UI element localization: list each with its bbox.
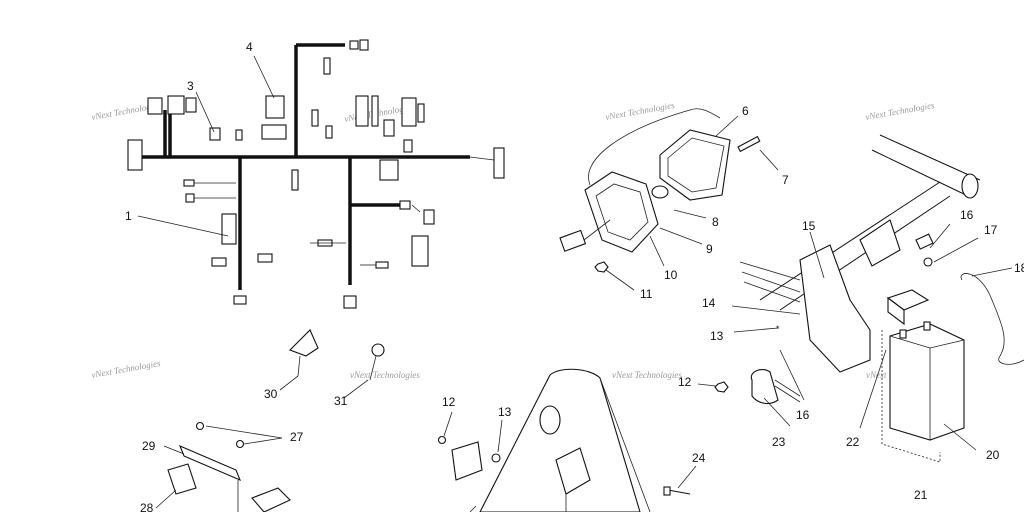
callout-8: 8	[712, 215, 719, 229]
watermark: vNext Technologies	[91, 358, 162, 380]
tail-light-assembly	[559, 108, 761, 273]
callout-27: 27	[290, 430, 304, 444]
watermark: vNext Technologies	[605, 100, 676, 122]
callout-12: 12	[442, 395, 456, 409]
watermark: vNext Technologies	[865, 100, 936, 122]
callout-21: 21	[914, 488, 928, 502]
callout-16: 16	[960, 208, 974, 222]
mount-plate	[437, 368, 691, 512]
small-parts	[167, 329, 385, 512]
callout-3: 3	[187, 79, 194, 93]
callout-18: 18	[1014, 261, 1024, 275]
callout-22: 22	[846, 435, 860, 449]
callout-15: 15	[802, 219, 816, 233]
callout-9: 9	[706, 242, 713, 256]
frame-and-battery: *	[714, 134, 1024, 463]
callout-10: 10	[664, 268, 678, 282]
callout-16: 16	[796, 408, 810, 422]
leader-lines	[137, 55, 1013, 512]
callout-29: 29	[142, 439, 156, 453]
callout-1: 1	[125, 209, 132, 223]
callout-23: 23	[772, 435, 786, 449]
callout-13: 13	[710, 329, 724, 343]
watermark: vNext Technologies	[350, 370, 420, 380]
callout-31: 31	[334, 394, 348, 408]
svg-text:*: *	[776, 324, 780, 334]
callout-24: 24	[692, 451, 706, 465]
wiring-harness	[127, 39, 505, 309]
callout-28: 28	[140, 501, 154, 512]
callout-labels: 1 3 4 6 7 8 9 10 11 12 12 13 13 14 15 16…	[125, 40, 1024, 512]
callout-12: 12	[678, 375, 692, 389]
watermark: vNext Technologies	[612, 370, 682, 380]
callout-13: 13	[498, 405, 512, 419]
callout-4: 4	[246, 40, 253, 54]
callout-11: 11	[640, 287, 653, 301]
callout-20: 20	[986, 448, 1000, 462]
callout-7: 7	[782, 173, 789, 187]
callout-30: 30	[264, 387, 278, 401]
callout-6: 6	[742, 104, 749, 118]
callout-14: 14	[702, 296, 716, 310]
callout-17: 17	[984, 223, 998, 237]
